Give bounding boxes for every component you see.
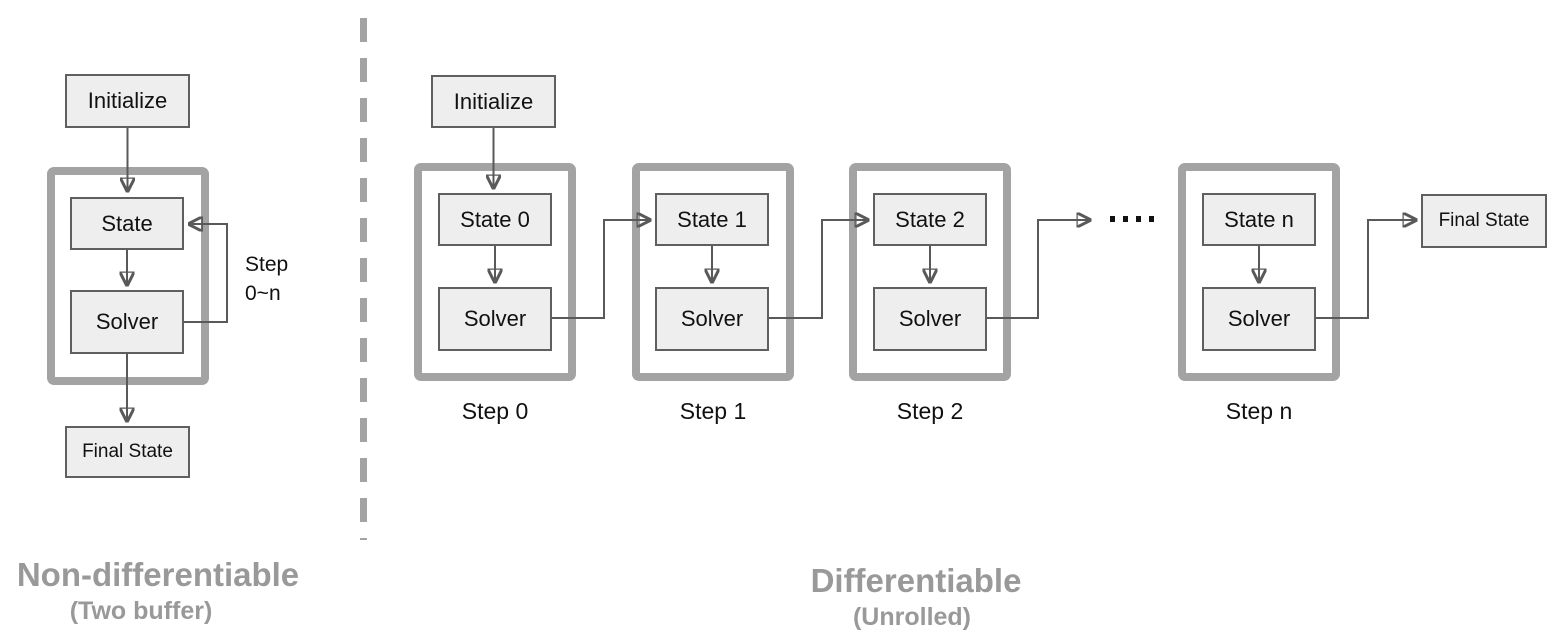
left-caption: Non-differentiable bbox=[16, 556, 300, 593]
right-caption: Differentiable bbox=[810, 562, 1022, 599]
left-final-state-label: Final State bbox=[82, 441, 173, 462]
step2-solver-box: Solver bbox=[873, 287, 987, 351]
step0-state-box: State 0 bbox=[438, 193, 552, 246]
right-initialize-box: Initialize bbox=[431, 75, 556, 128]
left-final-state-box: Final State bbox=[65, 426, 190, 478]
stepn-label: Step n bbox=[1225, 398, 1293, 424]
step2-solver-label: Solver bbox=[898, 306, 962, 331]
step0-solver-label: Solver bbox=[463, 306, 527, 331]
left-loop-label: Step 0~n bbox=[245, 250, 288, 308]
left-subcaption: (Two buffer) bbox=[69, 597, 213, 625]
dot bbox=[1123, 216, 1128, 222]
right-subcaption: (Unrolled) bbox=[852, 603, 972, 631]
left-initialize-label: Initialize bbox=[87, 88, 168, 113]
ellipsis-dots-icon bbox=[1110, 216, 1154, 222]
left-solver-label: Solver bbox=[95, 309, 159, 334]
stepn-solver-label: Solver bbox=[1227, 306, 1291, 331]
dot bbox=[1149, 216, 1154, 222]
left-solver-box: Solver bbox=[70, 290, 184, 354]
step1-state-box: State 1 bbox=[655, 193, 769, 246]
step2-state-box: State 2 bbox=[873, 193, 987, 246]
right-final-state-box: Final State bbox=[1421, 194, 1547, 248]
left-state-label: State bbox=[101, 210, 153, 236]
step1-state-label: State 1 bbox=[677, 206, 747, 232]
stepn-state-label: State n bbox=[1224, 206, 1294, 232]
step2-state-label: State 2 bbox=[895, 206, 965, 232]
step2-label: Step 2 bbox=[896, 398, 964, 424]
left-initialize-box: Initialize bbox=[65, 74, 190, 128]
left-loop-label-line1: Step bbox=[245, 253, 289, 276]
stepn-solver-box: Solver bbox=[1202, 287, 1316, 351]
step0-state-label: State 0 bbox=[460, 206, 530, 232]
right-initialize-label: Initialize bbox=[453, 88, 534, 114]
dot bbox=[1136, 216, 1141, 222]
dot bbox=[1110, 216, 1115, 222]
step0-solver-box: Solver bbox=[438, 287, 552, 351]
right-final-state-label: Final State bbox=[1438, 210, 1530, 231]
step1-label: Step 1 bbox=[679, 398, 747, 424]
left-loop-label-line2: 0~n bbox=[245, 282, 281, 305]
step1-solver-box: Solver bbox=[655, 287, 769, 351]
stepn-state-box: State n bbox=[1202, 193, 1316, 246]
step0-label: Step 0 bbox=[461, 398, 529, 424]
step1-solver-label: Solver bbox=[680, 306, 744, 331]
section-divider-dashed-line bbox=[360, 18, 367, 540]
left-state-box: State bbox=[70, 197, 184, 250]
